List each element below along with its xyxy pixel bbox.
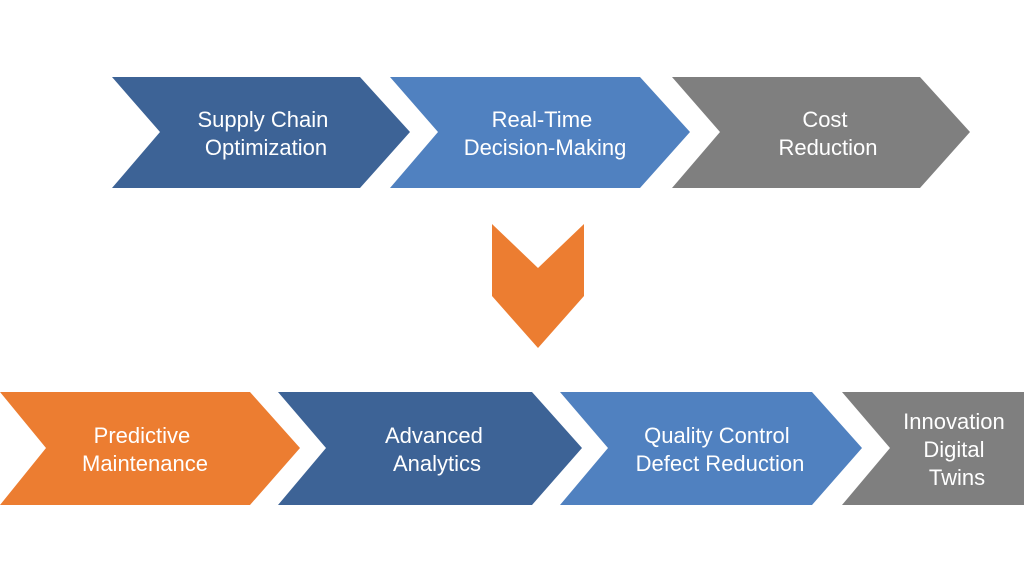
chevron-label-line: Predictive [94,423,191,448]
chevron-label-line: Innovation [903,409,1005,434]
chevron-shape [278,392,582,505]
chevron-label-line: Supply Chain [198,107,329,132]
chevron-label-line: Optimization [205,135,327,160]
chevron-label: Advanced Analytics [385,423,489,476]
chevron-label: Real-Time Decision-Making [464,107,627,160]
chevron-label-line: Analytics [393,451,481,476]
chevron-label-line: Real-Time [492,107,593,132]
chevron-predictive-maintenance: Predictive Maintenance [0,392,300,505]
chevron-label: Predictive Maintenance [82,423,208,476]
top-row: Supply Chain Optimization Real-Time Deci… [112,77,970,188]
chevron-label-line: Decision-Making [464,135,627,160]
down-chevron-icon [492,224,584,348]
chevron-label-line: Defect Reduction [636,451,805,476]
chevron-label: Innovation Digital Twins [903,409,1011,490]
chevron-real-time-decision-making: Real-Time Decision-Making [390,77,690,188]
chevron-label-line: Cost [802,107,847,132]
chevron-supply-chain-optimization: Supply Chain Optimization [112,77,410,188]
chevron-label-line: Maintenance [82,451,208,476]
chevron-shape [672,77,970,188]
chevron-shape [112,77,410,188]
chevron-label: Quality Control Defect Reduction [636,423,805,476]
down-arrow-connector [492,224,584,348]
chevron-shape [560,392,862,505]
chevron-label-line: Digital [923,437,984,462]
chevron-shape [0,392,300,505]
chevron-shape [842,392,1024,505]
chevron-label-line: Twins [929,465,985,490]
chevron-shape [390,77,690,188]
chevron-quality-control-defect-reduction: Quality Control Defect Reduction [560,392,862,505]
chevron-label: Cost Reduction [778,107,877,160]
chevron-label-line: Reduction [778,135,877,160]
chevron-label-line: Quality Control [644,423,790,448]
chevron-advanced-analytics: Advanced Analytics [278,392,582,505]
chevron-label: Supply Chain Optimization [198,107,335,160]
chevron-innovation-digital-twins: Innovation Digital Twins [842,392,1024,505]
chevron-cost-reduction: Cost Reduction [672,77,970,188]
bottom-row: Predictive Maintenance Advanced Analytic… [0,392,1024,505]
chevron-label-line: Advanced [385,423,483,448]
